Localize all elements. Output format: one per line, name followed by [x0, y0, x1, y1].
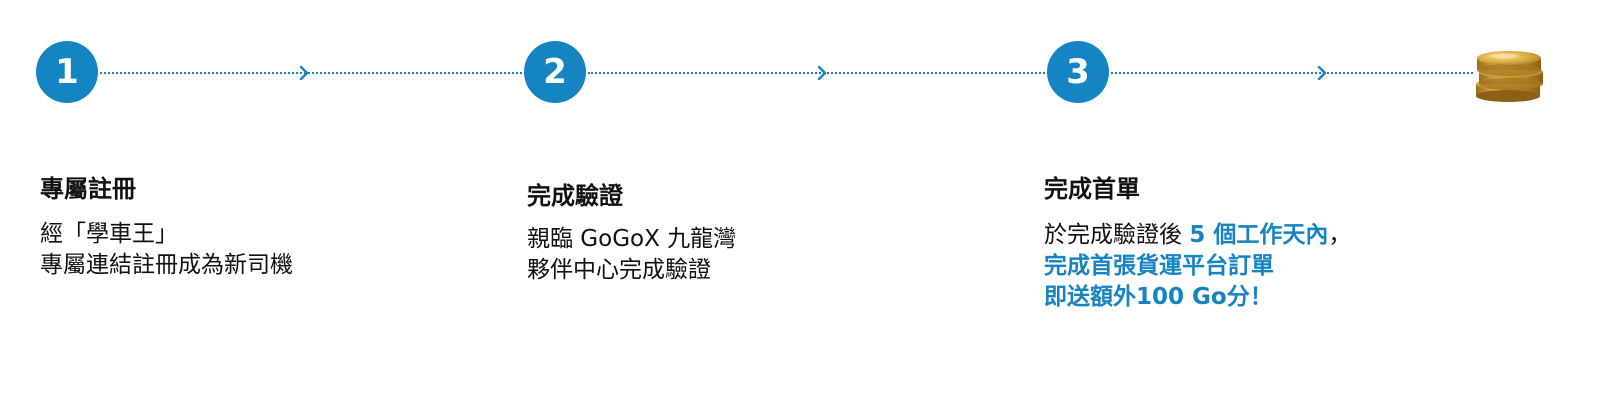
step-1-desc-line-1: 經「學車王」: [40, 221, 178, 247]
step-3-title: 完成首單: [1044, 175, 1140, 203]
step-1-description: 經「學車王」 專屬連結註冊成為新司機: [40, 219, 293, 281]
step-3-desc-suffix: ，: [1328, 222, 1352, 248]
step-2-title: 完成驗證: [527, 182, 623, 210]
chevron-right-icon: [817, 66, 827, 80]
step-2-desc-line-2: 夥伴中心完成驗證: [527, 257, 711, 283]
connector-1-2: [100, 72, 522, 74]
step-3-desc-line-1: 於完成驗證後 5 個工作天內，: [1044, 220, 1351, 251]
step-3-desc-prefix: 於完成驗證後: [1044, 222, 1190, 248]
step-3-desc-line-2: 完成首張貨運平台訂單: [1044, 253, 1274, 279]
step-2-badge: 2: [524, 41, 586, 103]
connector-3-reward: [1111, 72, 1473, 74]
step-3-description: 於完成驗證後 5 個工作天內， 完成首張貨運平台訂單 即送額外100 Go分！: [1044, 220, 1351, 313]
step-3-deadline-highlight: 5 個工作天內: [1189, 222, 1329, 248]
step-1-number: 1: [55, 52, 79, 92]
gold-coins-icon: [1476, 51, 1543, 102]
step-3-desc-line-3: 即送額外100 Go分！: [1044, 284, 1273, 310]
chevron-right-icon: [1317, 66, 1327, 80]
step-3-number: 3: [1066, 52, 1090, 92]
connector-2-3: [588, 72, 1045, 74]
step-1-desc-line-2: 專屬連結註冊成為新司機: [40, 252, 293, 278]
step-2-desc-line-1: 親臨 GoGoX 九龍灣: [527, 226, 737, 252]
step-2-description: 親臨 GoGoX 九龍灣 夥伴中心完成驗證: [527, 224, 736, 286]
step-3-badge: 3: [1047, 41, 1109, 103]
step-1-title: 專屬註冊: [40, 175, 136, 203]
chevron-right-icon: [299, 66, 309, 80]
step-2-number: 2: [543, 52, 567, 92]
step-1-badge: 1: [36, 41, 98, 103]
